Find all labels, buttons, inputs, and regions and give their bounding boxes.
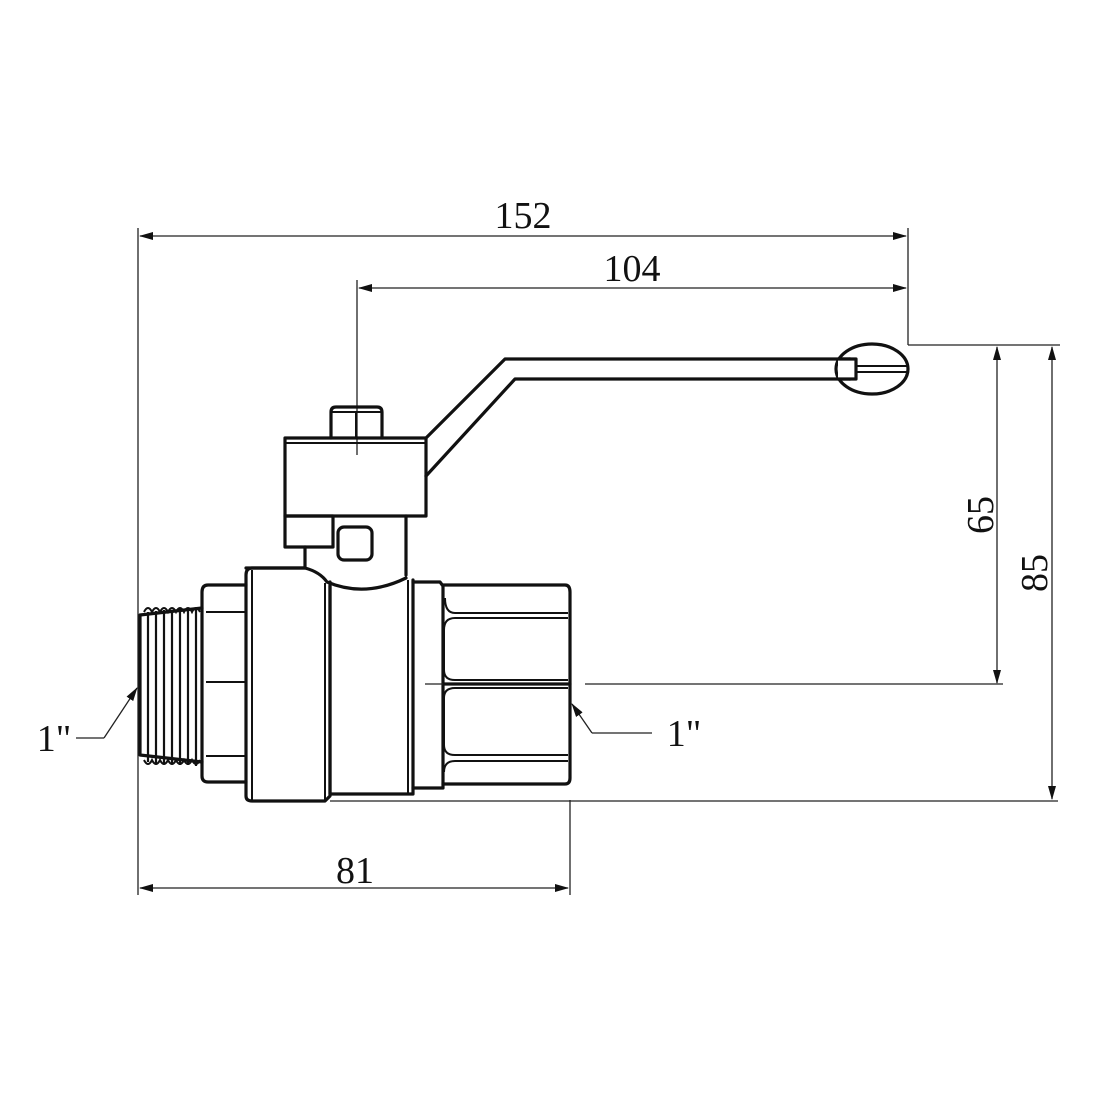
callout-male-thread: 1" — [37, 687, 138, 760]
stem-nut — [329, 405, 384, 440]
dimension-label-65: 65 — [960, 496, 1002, 534]
thread-label-male: 1" — [37, 718, 72, 760]
thread-label-female: 1" — [667, 713, 702, 755]
lever-handle — [424, 342, 910, 478]
valve-body — [200, 566, 572, 803]
dimension-overall-length: 152 — [137, 195, 909, 895]
dimension-heights: 65 85 — [330, 344, 1060, 802]
dimension-label-152: 152 — [495, 195, 552, 237]
dimension-label-85: 85 — [1014, 554, 1056, 592]
male-thread — [138, 606, 204, 766]
handle-block — [283, 436, 428, 577]
dimension-handle-length: 104 — [356, 248, 907, 455]
dimension-body-length: 81 — [139, 800, 571, 895]
dimension-label-81: 81 — [336, 850, 374, 892]
callout-female-thread: 1" — [571, 703, 702, 755]
dimension-label-104: 104 — [604, 248, 661, 290]
